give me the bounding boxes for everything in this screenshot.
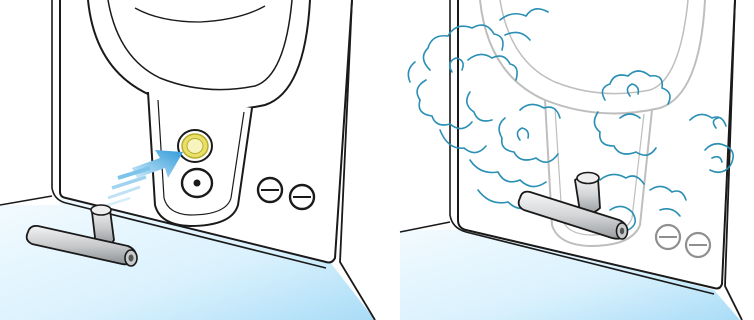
port-highlighted (178, 130, 212, 162)
left-panel (0, 0, 375, 320)
port-lower (182, 169, 212, 197)
right-panel (400, 0, 742, 320)
